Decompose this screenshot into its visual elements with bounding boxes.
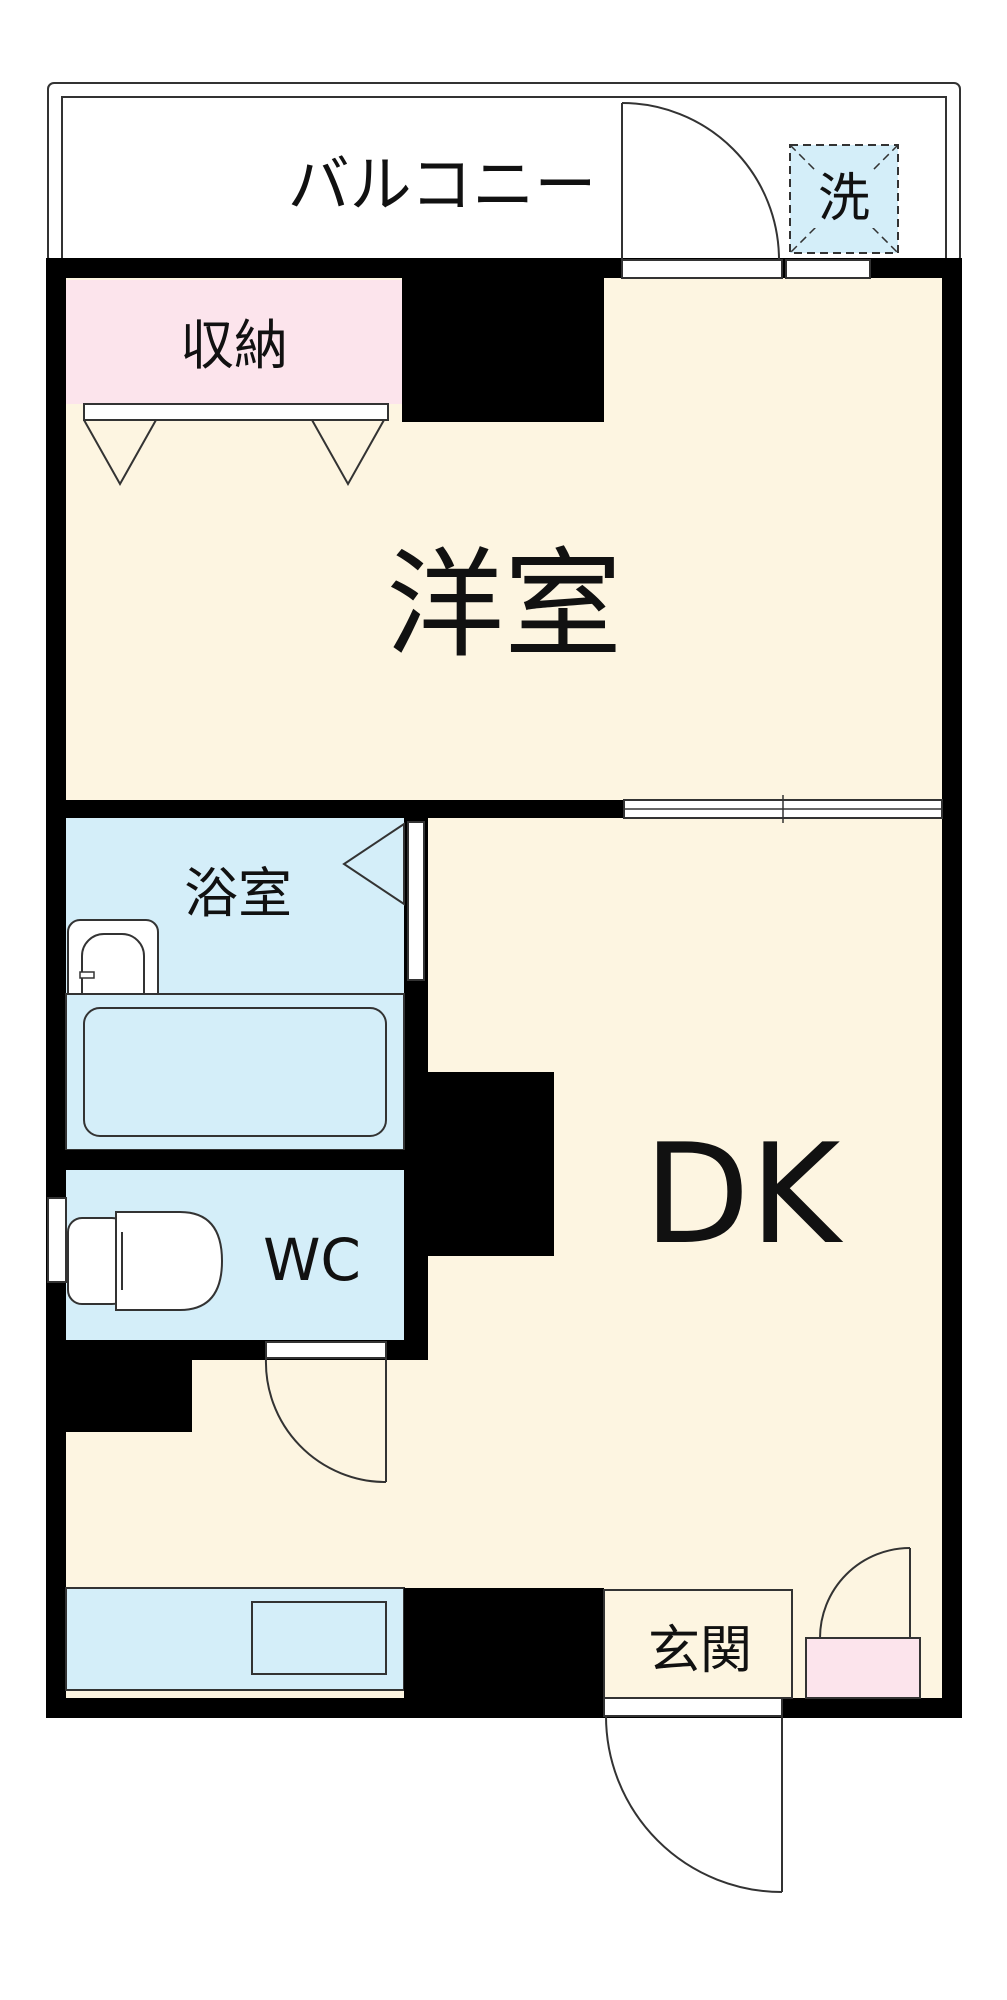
toilet [67,1211,224,1311]
bathroom-door [342,821,425,981]
bath-wc-wall [46,1150,428,1170]
western-room-label: 洋室 [386,536,622,674]
sliding-door [623,795,943,823]
laundry-space [789,144,899,254]
front-door [603,1697,783,1893]
closet-doors [83,403,389,487]
counter-column [404,1588,604,1698]
laundry-label: 洗 [818,169,870,229]
shoe-cabinet [805,1547,921,1699]
wc-wall [404,1170,428,1360]
wc-door [264,1341,387,1483]
storage-closet [66,280,402,404]
bathtub [65,993,405,1151]
corner-block [46,1340,192,1432]
balcony-label: バルコニー [288,148,597,221]
entrance-label: 玄関 [648,1621,752,1681]
storage-column [402,278,604,422]
wc-window [47,1197,67,1283]
entrance-area [603,1589,793,1699]
balcony-door [621,102,871,279]
dk-label: DK [644,1114,844,1275]
bathroom-label: 浴室 [184,862,292,925]
storage-label: 収納 [180,314,288,377]
toilet-label: WC [263,1226,361,1294]
kitchen-sink [251,1601,387,1675]
center-column [428,1072,554,1256]
